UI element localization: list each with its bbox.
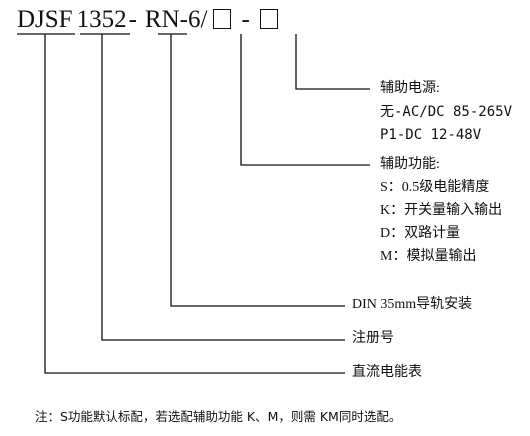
install-label: DIN 35mm导轨安装	[352, 297, 473, 312]
aux-function-box	[213, 9, 232, 29]
leader-aux-function	[240, 34, 370, 166]
model-part-registration: 1352	[76, 6, 127, 33]
leader-meter-type	[44, 34, 345, 374]
model-part-rail: -6/	[179, 6, 208, 33]
model-sep-1: -	[128, 6, 137, 33]
aux-power-box	[259, 9, 278, 29]
model-sep-2: -	[241, 6, 250, 33]
leader-aux-power	[295, 34, 370, 90]
aux-power-title: 辅助电源:	[380, 81, 440, 96]
aux-function-option-s: S：0.5级电能精度	[380, 180, 490, 195]
meter-type-label: 直流电能表	[352, 365, 422, 380]
registration-label: 注册号	[352, 331, 394, 346]
aux-function-option-d: D：双路计量	[380, 226, 461, 241]
aux-power-option-1: 无-AC/DC 85-265V	[380, 104, 513, 120]
model-part-rn: RN	[144, 6, 180, 33]
footnote: 注：S功能默认标配，若选配辅助功能 K、M，则需 KM同时选配。	[35, 409, 402, 424]
aux-function-option-k: K：开关量输入输出	[380, 203, 503, 218]
aux-power-option-2: P1-DC 12-48V	[380, 127, 482, 143]
leader-install	[170, 34, 345, 307]
model-part-series: DJSF	[17, 6, 73, 33]
aux-function-title: 辅助功能:	[380, 157, 440, 172]
leader-registration	[101, 34, 345, 341]
aux-function-option-m: M：模拟量输出	[380, 249, 477, 264]
